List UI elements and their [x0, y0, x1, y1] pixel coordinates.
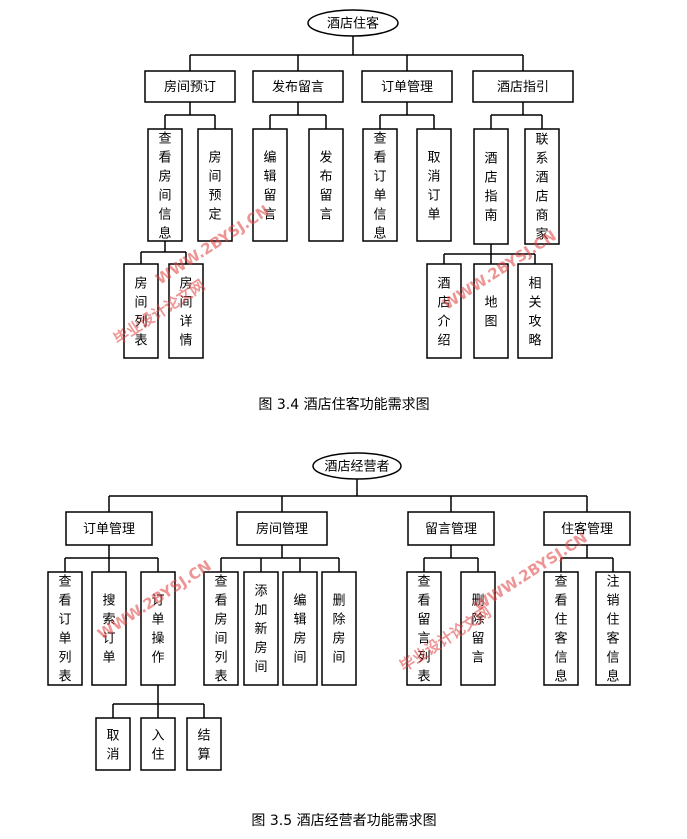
d2-l3-node-2: 入住	[151, 729, 164, 763]
d1-l2-node-7: 酒店指南	[484, 152, 497, 224]
diagram-2-level2: 查看订单列表 搜索订单 订单操作 查看房间列表 添加新房间 编辑房间 删除房间 …	[47, 571, 631, 686]
diagram-2-root-node: 酒店经营者	[312, 452, 402, 480]
d1-l3-node-4: 地图	[484, 296, 497, 330]
diagram-2-level1: 订单管理 房间管理 留言管理 住客管理	[65, 511, 631, 546]
diagram-1-root-node: 酒店住客	[307, 9, 399, 37]
d2-l3-node-1: 取消	[106, 729, 119, 763]
d2-l2-node-10: 查看住客信息	[554, 575, 567, 685]
d2-l2-node-9: 删除留言	[471, 594, 484, 666]
d1-l2-node-5: 查看订单信息	[373, 132, 386, 242]
diagram-2-level3: 取消 入住 结算	[95, 717, 222, 771]
d1-l2-node-2: 房间预定	[208, 150, 221, 223]
d1-l2-node-3: 编辑留言	[263, 151, 276, 223]
diagram-2-connectors	[64, 479, 614, 718]
d2-l2-node-11: 注销住客信息	[606, 575, 619, 685]
d2-l1-node-3: 留言管理	[425, 522, 477, 537]
diagram-1-level2: 查看房间信息 房间预定 编辑留言 发布留言 查看订单信息 取消订单 酒店指南 联…	[147, 128, 560, 245]
d2-l2-node-5: 添加新房间	[254, 584, 267, 675]
d2-l3-node-3: 结算	[197, 729, 210, 763]
d2-l1-node-2: 房间管理	[256, 521, 308, 537]
d2-l1-node-1: 订单管理	[83, 522, 135, 537]
d2-l2-node-1: 查看订单列表	[58, 575, 71, 685]
d1-l3-node-5: 相关攻略	[528, 277, 541, 349]
diagram-1-caption: 图 3.4 酒店住客功能需求图	[258, 396, 429, 413]
d1-l2-node-8: 联系酒店商家	[535, 133, 548, 243]
d1-l2-node-4: 发布留言	[319, 150, 332, 223]
d1-l3-node-3: 酒店介绍	[437, 277, 450, 349]
diagram-2-caption: 图 3.5 酒店经营者功能需求图	[251, 813, 436, 829]
d2-l2-node-2: 搜索订单	[102, 594, 115, 666]
d2-l2-node-4: 查看房间列表	[214, 575, 227, 685]
diagram-2-root-label: 酒店经营者	[324, 460, 389, 475]
diagram-2: 酒店经营者 订单管理 房间管理 留言管理 住客管理 查看订单列表 搜索订单 订单…	[47, 452, 631, 829]
d2-l2-node-3: 订单操作	[151, 594, 164, 666]
diagram-1-level1: 房间预订 发布留言 订单管理 酒店指引	[144, 70, 574, 103]
d1-l3-node-2: 房间详情	[179, 276, 192, 349]
d1-l1-node-2: 发布留言	[272, 79, 324, 95]
d1-l2-node-6: 取消订单	[427, 151, 440, 223]
d1-l2-node-1: 查看房间信息	[158, 132, 171, 242]
d1-l1-node-1: 房间预订	[164, 79, 216, 95]
d2-l2-node-8: 查看留言列表	[417, 575, 430, 685]
d1-l1-node-4: 酒店指引	[497, 80, 549, 95]
d2-l2-node-7: 删除房间	[332, 594, 345, 666]
d2-l2-node-6: 编辑房间	[293, 594, 306, 666]
diagram-1-connectors	[140, 36, 543, 264]
d1-l1-node-3: 订单管理	[381, 80, 433, 95]
d2-l1-node-4: 住客管理	[561, 521, 613, 537]
d1-l3-node-1: 房间列表	[134, 276, 147, 349]
diagram-1-level3: 房间列表 房间详情 酒店介绍 地图 相关攻略	[123, 263, 553, 359]
diagram-1: 酒店住客 房间预订 发布留言 订单管理 酒店指引 查看房间信息 房间预定 编辑留…	[123, 9, 574, 413]
diagram-1-root-label: 酒店住客	[327, 16, 379, 32]
